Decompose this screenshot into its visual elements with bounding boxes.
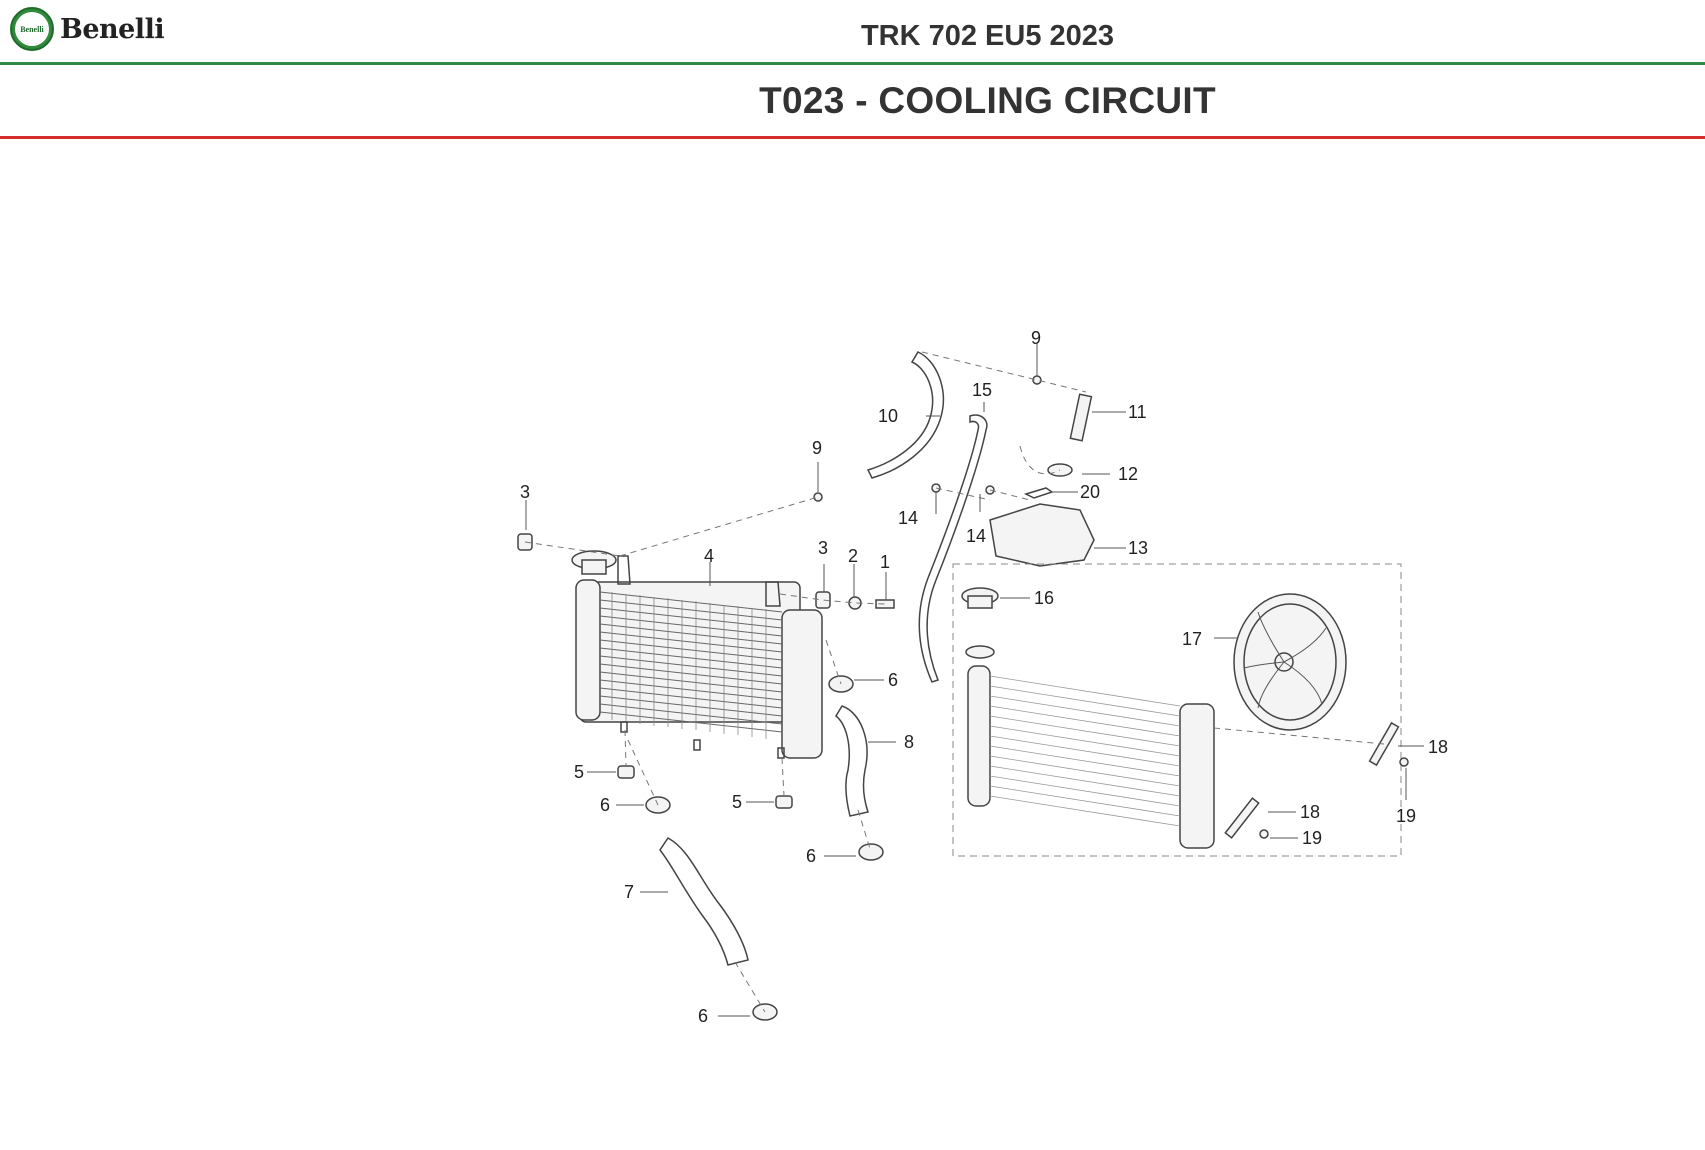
callout-14: 14 <box>898 508 918 528</box>
callout-18: 18 <box>1428 737 1448 757</box>
callout-5: 5 <box>574 762 584 782</box>
expansion-tank <box>931 393 1095 567</box>
callout-9: 9 <box>1031 328 1041 348</box>
title-divider <box>0 136 1705 139</box>
callout-8: 8 <box>904 732 914 752</box>
callout-16: 16 <box>1034 588 1054 608</box>
benelli-emblem-icon: Benelli <box>10 7 54 51</box>
callout-14: 14 <box>966 526 986 546</box>
callout-leaders <box>525 344 1424 1017</box>
callout-4: 4 <box>704 546 714 566</box>
hose-15 <box>918 414 988 683</box>
callout-6: 6 <box>806 846 816 866</box>
callout-6: 6 <box>888 670 898 690</box>
callout-6: 6 <box>600 795 610 815</box>
callout-2: 2 <box>848 546 858 566</box>
callout-19: 19 <box>1302 828 1322 848</box>
callout-numbers: 1 2 3 3 4 5 5 6 6 6 6 6 7 8 9 9 10 11 12… <box>520 328 1448 1026</box>
model-title: TRK 702 EU5 2023 <box>860 20 1115 52</box>
callout-3: 3 <box>520 482 530 502</box>
callout-19: 19 <box>1396 806 1416 826</box>
callout-13: 13 <box>1128 538 1148 558</box>
section-title: T023 - COOLING CIRCUIT <box>759 80 1216 121</box>
hose-10 <box>866 351 945 479</box>
header-divider <box>0 62 1705 65</box>
brand-logo: Benelli Benelli <box>10 6 165 52</box>
hose-8 <box>835 705 869 817</box>
hose-7 <box>659 837 749 966</box>
callout-11: 11 <box>1128 402 1147 422</box>
callout-7: 7 <box>624 882 634 902</box>
callout-17: 17 <box>1182 629 1202 649</box>
callout-12: 12 <box>1118 464 1138 484</box>
assembly-lines <box>524 351 1385 1013</box>
brand-name: Benelli <box>60 13 165 45</box>
callout-5: 5 <box>732 792 742 812</box>
callout-20: 20 <box>1080 482 1100 502</box>
callout-6: 6 <box>698 1006 708 1026</box>
callout-15: 15 <box>972 380 992 400</box>
callout-18: 18 <box>1300 802 1320 822</box>
callout-9: 9 <box>812 438 822 458</box>
callout-1: 1 <box>880 552 890 572</box>
radiator-fan-assembly <box>952 563 1409 857</box>
radiator-main <box>571 550 823 759</box>
callout-3: 3 <box>818 538 828 558</box>
callout-10: 10 <box>878 406 898 426</box>
